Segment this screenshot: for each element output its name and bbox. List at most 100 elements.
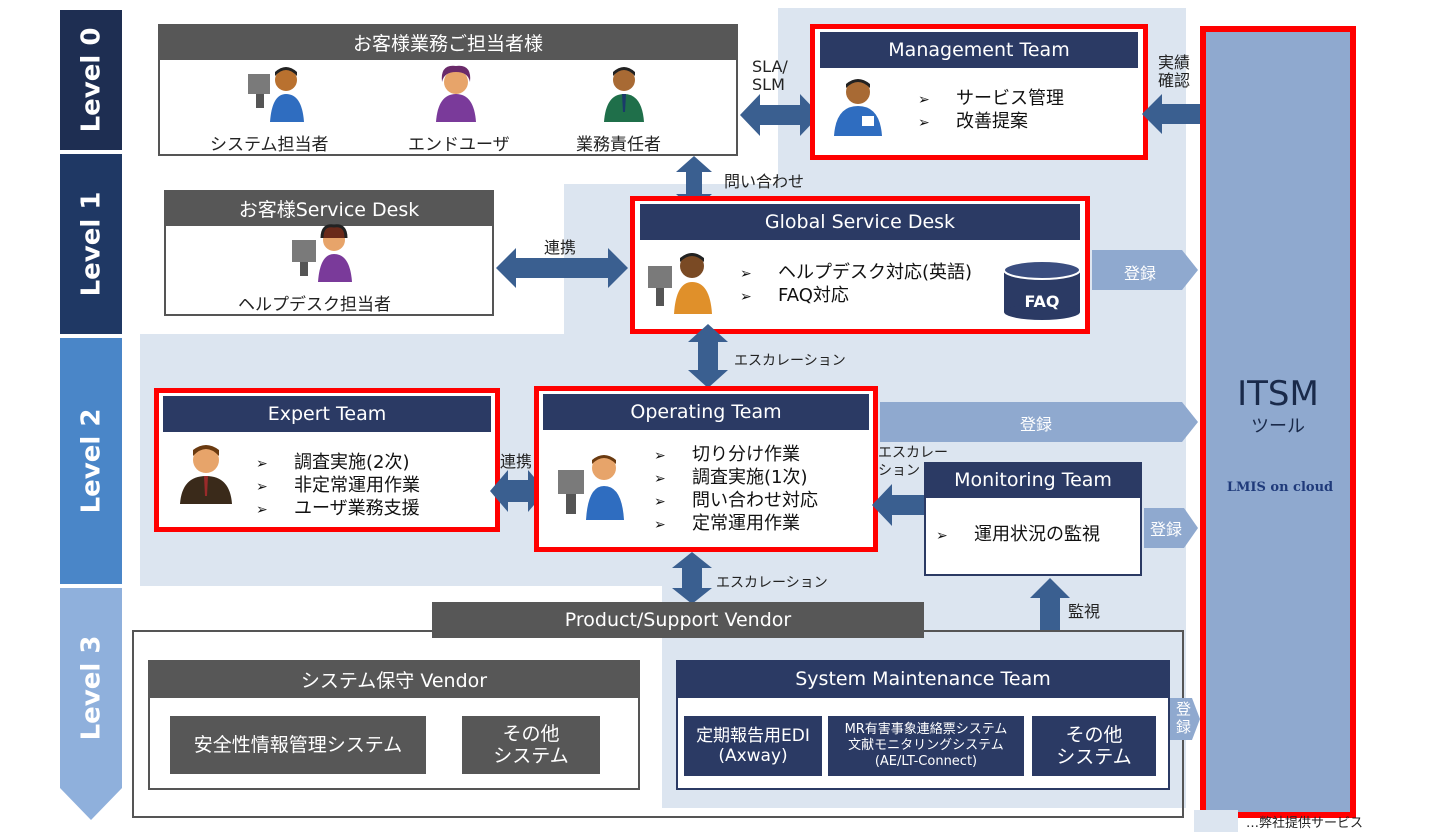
lmis-logo: LMIS on cloud — [1216, 480, 1344, 502]
customer-desk-header: お客様Service Desk — [164, 190, 494, 226]
vendor-header: Product/Support Vendor — [432, 602, 924, 638]
coordination-label-1: 連携 — [544, 238, 577, 257]
escalation-label-3: エスカレーション — [716, 575, 828, 591]
global-desk-items: ➢ヘルプデスク対応(英語) ➢FAQ対応 — [740, 262, 973, 306]
maint-vendor-title: システム保守 Vendor — [300, 669, 488, 692]
register-arrow-3 — [1144, 508, 1198, 548]
helpdesk-staff-label: ヘルプデスク担当者 — [238, 295, 391, 315]
register-label-1: 登録 — [1124, 264, 1157, 283]
escalation-label-2: エスカレー ション — [878, 445, 948, 479]
management-items: ➢サービス管理 ➢改善提案 — [918, 88, 1064, 132]
expert-team-header: Expert Team — [163, 396, 491, 432]
other-system-box-1: その他 システム — [462, 716, 600, 774]
maint-team-header: System Maintenance Team — [676, 660, 1170, 698]
legend-label: …弊社提供サービス — [1246, 816, 1364, 831]
coordination-double-arrow-1 — [496, 248, 628, 288]
manager-icon — [834, 79, 882, 136]
edi-system-label: 定期報告用EDI (Axway) — [696, 726, 810, 766]
customer-person-1: エンドユーザ — [408, 135, 510, 155]
register-arrow-2 — [880, 402, 1198, 442]
other-system-label-2: その他 システム — [1056, 724, 1132, 768]
monitoring-team-header: Monitoring Team — [924, 462, 1142, 498]
legend-swatch — [1194, 810, 1238, 832]
monitoring-label: 監視 — [1068, 602, 1101, 621]
operating-item-1: 調査実施(1次) — [692, 467, 808, 488]
customer-person-2: 業務責任者 — [576, 135, 661, 155]
global-desk-item-1: FAQ対応 — [778, 285, 849, 306]
register-label-2: 登録 — [1020, 415, 1053, 434]
expert-item-1: 非定常運用作業 — [294, 475, 420, 496]
safety-system-label: 安全性情報管理システム — [193, 734, 403, 756]
itsm-title: ITSM — [1237, 374, 1319, 414]
level-0-bar: Level 0 — [60, 10, 122, 150]
monitoring-items: ➢運用状況の監視 — [936, 524, 1100, 545]
maint-team-title: System Maintenance Team — [795, 668, 1051, 690]
level-2-label: Level 2 — [76, 408, 106, 514]
operating-team-header: Operating Team — [543, 394, 869, 430]
register-arrow-1 — [1092, 250, 1198, 290]
management-team-header: Management Team — [820, 32, 1138, 68]
level-0-label: Level 0 — [76, 27, 106, 133]
business-manager-icon — [604, 67, 644, 122]
escalation-arrow-2 — [872, 484, 926, 526]
coordination-double-arrow-2 — [490, 470, 546, 512]
global-desk-staff-icon — [648, 253, 712, 314]
escalation-double-arrow-3 — [672, 552, 712, 604]
customer-staff-title: お客様業務ご担当者様 — [352, 32, 543, 55]
global-desk-title: Global Service Desk — [764, 211, 956, 233]
lmis-logo-text: LMIS on cloud — [1226, 480, 1334, 495]
safety-system-box: 安全性情報管理システム — [170, 716, 426, 774]
expert-icon — [180, 445, 232, 504]
sla-double-arrow — [740, 94, 820, 136]
monitoring-up-arrow — [1030, 578, 1070, 630]
operator-icon — [558, 455, 624, 520]
level-2-bar: Level 2 — [60, 338, 122, 584]
maint-vendor-header: システム保守 Vendor — [148, 660, 640, 698]
management-item-0: サービス管理 — [956, 88, 1064, 109]
expert-team-title: Expert Team — [267, 403, 387, 425]
monitoring-item-0: 運用状況の監視 — [974, 524, 1100, 545]
vendor-title: Product/Support Vendor — [564, 609, 792, 631]
inquiry-label: 問い合わせ — [724, 172, 805, 191]
faq-label: FAQ — [1024, 292, 1060, 311]
level-3-bar — [60, 588, 122, 820]
level-1-label: Level 1 — [76, 191, 106, 297]
operating-team-title: Operating Team — [630, 401, 782, 423]
confirm-results-label: 実績 確認 — [1158, 53, 1191, 90]
other-system-label-1: その他 システム — [493, 723, 569, 767]
customer-desk-title: お客様Service Desk — [238, 198, 420, 221]
management-item-1: 改善提案 — [956, 111, 1028, 132]
register-label-3: 登録 — [1150, 520, 1183, 539]
operating-item-2: 問い合わせ対応 — [692, 490, 818, 511]
level-3-label: Level 3 — [76, 635, 106, 741]
end-user-icon — [436, 65, 476, 122]
global-desk-header: Global Service Desk — [640, 204, 1080, 240]
customer-person-0: システム担当者 — [210, 135, 329, 155]
itsm-tool-panel — [1200, 26, 1356, 818]
monitoring-team-title: Monitoring Team — [954, 469, 1112, 491]
global-desk-item-0: ヘルプデスク対応(英語) — [778, 262, 973, 283]
confirm-results-arrow — [1142, 94, 1210, 134]
operating-item-0: 切り分け作業 — [692, 444, 800, 465]
operating-items: ➢切り分け作業 ➢調査実施(1次) ➢問い合わせ対応 ➢定常運用作業 — [654, 444, 818, 534]
register-label-4: 登 録 — [1176, 700, 1192, 736]
expert-item-0: 調査実施(2次) — [294, 452, 410, 473]
other-system-box-2: その他 システム — [1032, 716, 1156, 776]
edi-system-box: 定期報告用EDI (Axway) — [684, 716, 822, 776]
mr-system-box: MR有害事象連絡票システム 文献モニタリングシステム (AE/LT-Connec… — [828, 716, 1024, 776]
escalation-double-arrow-1 — [688, 324, 728, 388]
expert-item-2: ユーザ業務支援 — [294, 498, 420, 519]
coordination-label-2: 連携 — [500, 452, 533, 471]
customer-staff-header: お客様業務ご担当者様 — [158, 24, 738, 60]
operating-item-3: 定常運用作業 — [692, 513, 800, 534]
faq-database-icon — [1004, 260, 1080, 320]
system-staff-icon — [248, 67, 304, 122]
sla-label: SLA/ SLM — [752, 57, 788, 94]
register-arrow-4 — [1170, 698, 1200, 740]
mr-system-label: MR有害事象連絡票システム 文献モニタリングシステム (AE/LT-Connec… — [844, 722, 1008, 769]
level-1-bar: Level 1 — [60, 154, 122, 334]
expert-items: ➢調査実施(2次) ➢非定常運用作業 ➢ユーザ業務支援 — [256, 452, 420, 519]
management-team-title: Management Team — [888, 39, 1070, 61]
itsm-subtitle: ツール — [1251, 416, 1305, 437]
helpdesk-staff-icon — [292, 224, 352, 282]
